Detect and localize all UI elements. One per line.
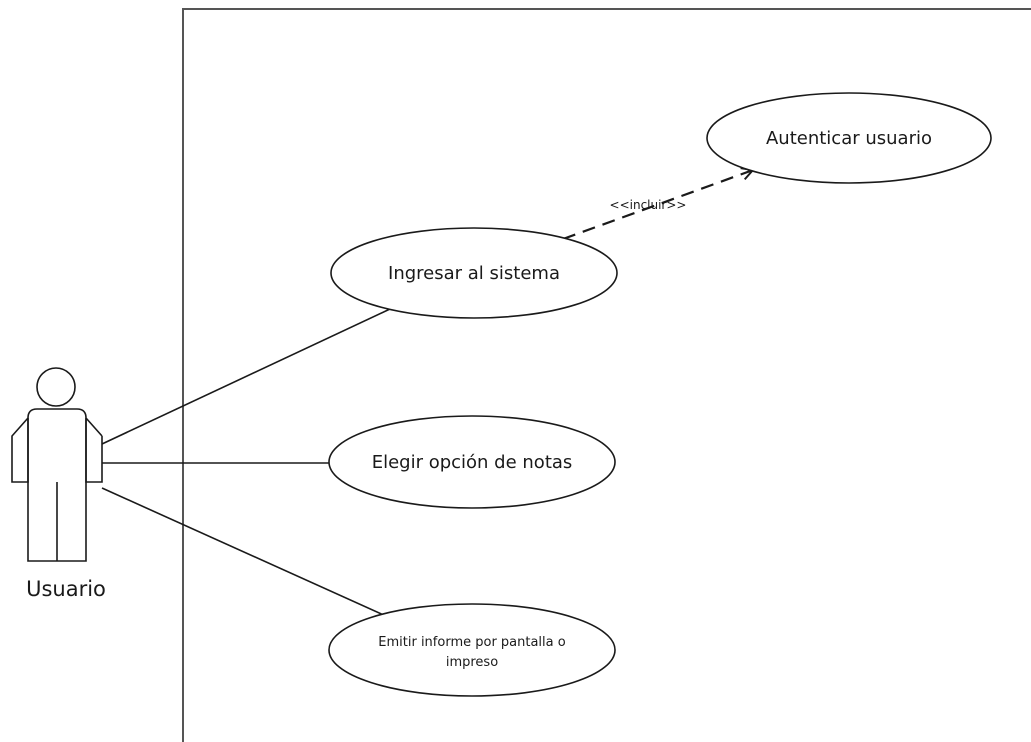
use-case-elegir-opcion-de-notas[interactable]: Elegir opción de notas [328,415,616,509]
actor-legs [27,418,87,562]
association-ingresar [101,308,391,445]
use-case-ellipse [328,603,616,697]
use-case-label: Autenticar usuario [766,128,932,149]
use-case-label-line-2: impreso [446,655,498,670]
actor-label: Usuario [26,577,106,601]
include-label: <<incluir>> [610,198,687,212]
actor-head [36,367,76,407]
system-boundary [182,8,1031,742]
actor-body [11,408,103,483]
use-case-ellipse [328,415,616,509]
use-case-ellipse [706,92,992,184]
include-dependency [562,170,753,241]
actor-usuario[interactable]: Usuario [11,367,106,601]
use-case-label-line-1: Emitir informe por pantalla o [378,635,565,650]
use-case-ingresar-al-sistema[interactable]: Ingresar al sistema [330,227,618,319]
use-case-label: Elegir opción de notas [372,452,573,473]
use-case-label: Ingresar al sistema [388,263,560,284]
use-case-autenticar-usuario[interactable]: Autenticar usuario [706,92,992,184]
use-case-ellipse [330,227,618,319]
association-emitir [101,487,389,618]
use-case-emitir-informe[interactable]: Emitir informe por pantalla o impreso [328,603,616,697]
